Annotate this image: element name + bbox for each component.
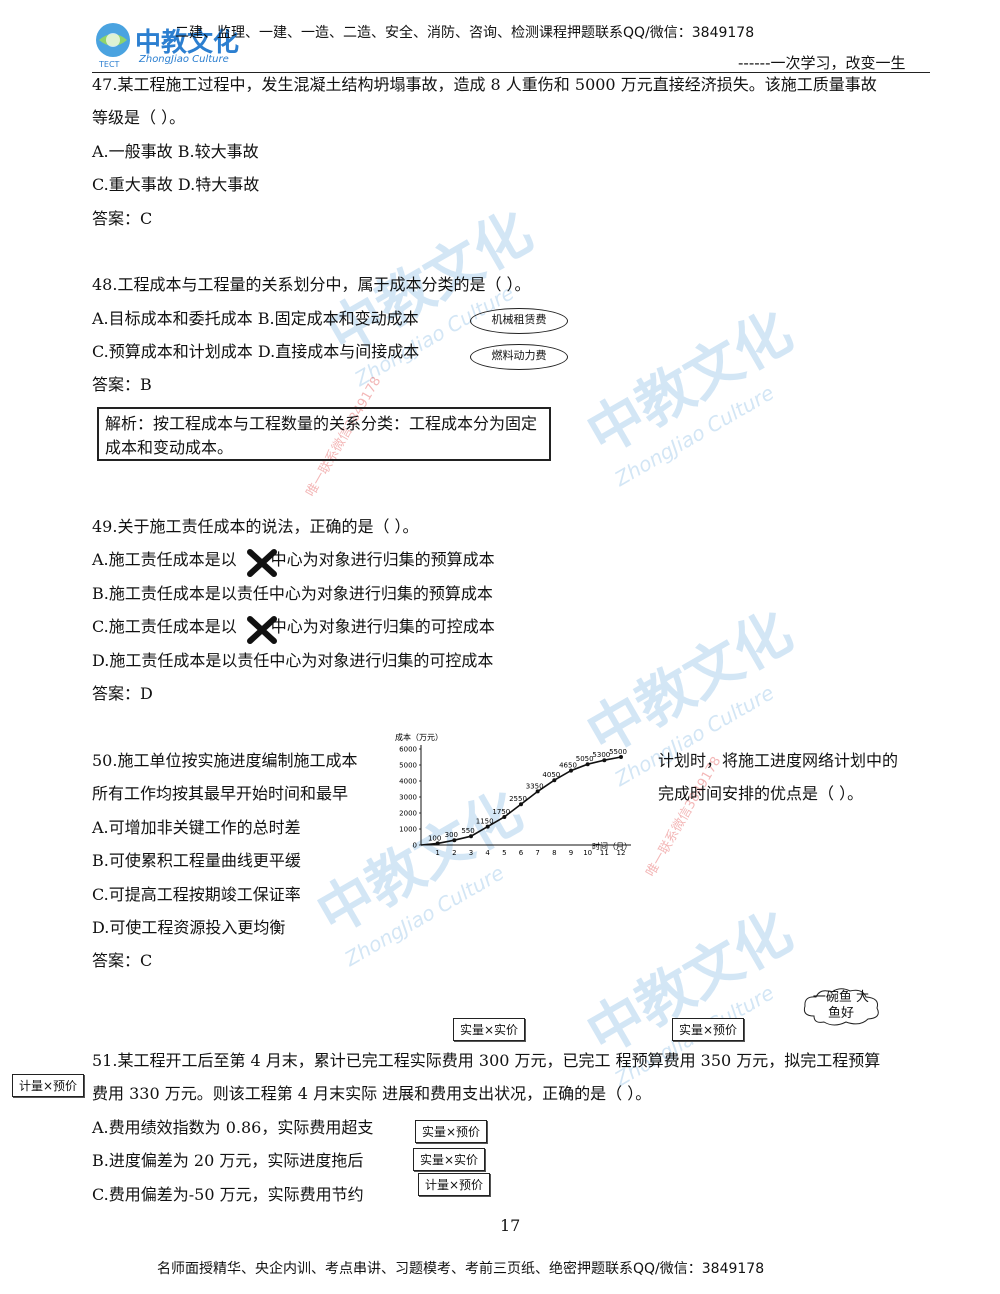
chart-x-tick-label: 11 — [600, 849, 609, 857]
q50-option-a: A.可增加非关键工作的总时差 — [92, 818, 301, 837]
chart-data-label: 4650 — [559, 762, 577, 770]
chart-point — [585, 762, 590, 767]
chart-point — [485, 824, 490, 829]
q49-option-a: A.施工责任成本是以中心为对象进行归集的预算成本 — [92, 550, 495, 569]
chart-y-tick-label: 1000 — [399, 826, 417, 834]
q50-option-d: D.可使工程资源投入更均衡 — [92, 918, 286, 937]
chart-point — [452, 838, 457, 843]
q47-options-1: A.一般事故 B.较大事故 — [92, 142, 259, 161]
q48-explanation: 解析：按工程成本与工程数量的关系分类：工程成本分为固定成本和变动成本。 — [97, 407, 551, 461]
chart-data-label: 550 — [461, 827, 474, 835]
q50-stem-1b: 计划时，将施工进度网络计划中的 — [658, 751, 899, 770]
chart-data-label: 1150 — [476, 818, 494, 826]
cross-out-icon — [247, 616, 277, 644]
q51-option-b: B.进度偏差为 20 万元，实际进度拖后 — [92, 1151, 364, 1170]
chart-point — [569, 768, 573, 773]
q51-note-tag: 计量×预价 — [418, 1173, 491, 1196]
q47-stem-2: 等级是（ ）。 — [92, 108, 186, 127]
chart-data-label: 3350 — [526, 782, 544, 790]
chart-x-tick-label: 6 — [519, 849, 524, 857]
q47-stem: 47.某工程施工过程中，发生混凝土结构坍塌事故，造成 8 人重伤和 5000 万… — [92, 75, 877, 94]
chart-data-label: 100 — [428, 834, 441, 842]
chart-x-tick-label: 9 — [569, 849, 573, 857]
chart-point — [552, 778, 557, 783]
chart-x-tick-label: 4 — [485, 849, 490, 857]
header-divider — [92, 72, 930, 73]
q49-answer: 答案：D — [92, 684, 153, 703]
chart-point — [519, 802, 523, 807]
chart-y-tick-label: 3000 — [399, 794, 417, 802]
q51-note-tag: 实量×实价 — [413, 1148, 486, 1171]
chart-point — [619, 755, 623, 759]
q51-note-tag: 实量×预价 — [672, 1018, 745, 1041]
chart-x-tick-label: 5 — [502, 849, 506, 857]
chart-data-label: 4050 — [542, 771, 560, 779]
q47-answer: 答案：C — [92, 209, 153, 228]
q49-option-d: D.施工责任成本是以责任中心为对象进行归集的可控成本 — [92, 651, 494, 670]
q49-option-c: C.施工责任成本是以中心为对象进行归集的可控成本 — [92, 617, 495, 636]
chart-data-label: 1750 — [492, 808, 510, 816]
chart-x-tick-label: 10 — [583, 849, 592, 857]
chart-point — [435, 841, 440, 846]
chart-y-tick-label: 4000 — [399, 778, 417, 786]
q51-note-tag: 实量×实价 — [453, 1018, 526, 1041]
q51-cloud-text: 一碗鱼 大鱼好 — [812, 990, 870, 1021]
chart-point — [502, 815, 507, 819]
chart-data-label: 5500 — [609, 748, 627, 756]
chart-data-label: 2550 — [509, 795, 527, 803]
q48-note-oval: 燃料动力费 — [470, 344, 568, 370]
q51-option-c: C.费用偏差为-50 万元，实际费用节约 — [92, 1185, 364, 1204]
chart-data-label: 5050 — [576, 755, 594, 763]
q51-cloud-note: 一碗鱼 大鱼好 — [800, 986, 882, 1028]
cross-out-icon — [247, 549, 277, 577]
chart-y-label: 成本（万元） — [395, 732, 443, 742]
q51-stem: 51.某工程开工后至第 4 月末，累计已完工程实际费用 300 万元，已完工 程… — [92, 1051, 881, 1070]
q48-options-2: C.预算成本和计划成本 D.直接成本与间接成本 — [92, 342, 420, 361]
q49-stem: 49.关于施工责任成本的说法，正确的是（ ）。 — [92, 517, 419, 536]
q48-options-1: A.目标成本和委托成本 B.固定成本和变动成本 — [92, 309, 419, 328]
q47-options-2: C.重大事故 D.特大事故 — [92, 175, 260, 194]
chart-x-tick-label: 2 — [452, 849, 456, 857]
chart-point — [602, 758, 607, 763]
logo-text: 中教文化 — [135, 28, 240, 58]
q48-stem: 48.工程成本与工程量的关系划分中，属于成本分类的是（ ）。 — [92, 275, 531, 294]
chart-point — [535, 789, 540, 794]
q49-option-b: B.施工责任成本是以责任中心为对象进行归集的预算成本 — [92, 584, 493, 603]
chart-point — [469, 834, 473, 839]
logo-subtext: ZhongJiao Culture — [139, 54, 229, 65]
chart-y-tick-label: 6000 — [399, 746, 417, 754]
logo-small: TECT — [99, 60, 120, 69]
chart-y-tick-label: 2000 — [399, 810, 417, 818]
page-number: 17 — [500, 1216, 521, 1235]
chart-x-label: 时间（月） — [592, 841, 632, 851]
q50-stem-1a: 50.施工单位按实施进度编制施工成本 — [92, 751, 358, 770]
chart-x-tick-label: 1 — [435, 849, 439, 857]
q51-note-tag: 实量×预价 — [415, 1120, 488, 1143]
chart-data-label: 300 — [445, 831, 458, 839]
q48-answer: 答案：B — [92, 375, 152, 394]
q48-note-oval: 机械租赁费 — [470, 308, 568, 334]
footer-promo: 名师面授精华、央企内训、考点串讲、习题模考、考前三页纸、绝密押题联系QQ/微信：… — [157, 1261, 765, 1277]
q51-stem-2: 费用 330 万元。则该工程第 4 月末实际 进展和费用支出状况，正确的是（ ）… — [92, 1084, 652, 1103]
logo-globe-icon — [96, 23, 130, 57]
q50-stem-2a: 所有工作均按其最早开始时间和最早 — [92, 784, 349, 803]
q50-option-c: C.可提高工程按期竣工保证率 — [92, 885, 301, 904]
header-slogan: ------一次学习，改变一生 — [738, 54, 906, 72]
q51-option-a: A.费用绩效指数为 0.86，实际费用超支 — [92, 1118, 374, 1137]
q50-answer: 答案：C — [92, 951, 153, 970]
chart-data-label: 5300 — [592, 751, 610, 759]
header-promo: 二建、监理、一建、一造、二造、安全、消防、咨询、检测课程押题联系QQ/微信：38… — [175, 25, 755, 41]
cloud-icon — [803, 988, 879, 1026]
q50-stem-2b: 完成时间安排的优点是（ ）。 — [658, 784, 864, 803]
chart-y-tick-label: 5000 — [399, 762, 417, 770]
chart-x-tick-label: 12 — [617, 849, 626, 857]
q51-note-tag: 计量×预价 — [12, 1074, 85, 1097]
chart-x-tick-label: 8 — [552, 849, 556, 857]
chart-y-tick-label: 0 — [413, 842, 417, 850]
q50-option-b: B.可使累积工程量曲线更平缓 — [92, 851, 301, 870]
chart-x-tick-label: 3 — [469, 849, 473, 857]
chart-x-tick-label: 7 — [535, 849, 539, 857]
